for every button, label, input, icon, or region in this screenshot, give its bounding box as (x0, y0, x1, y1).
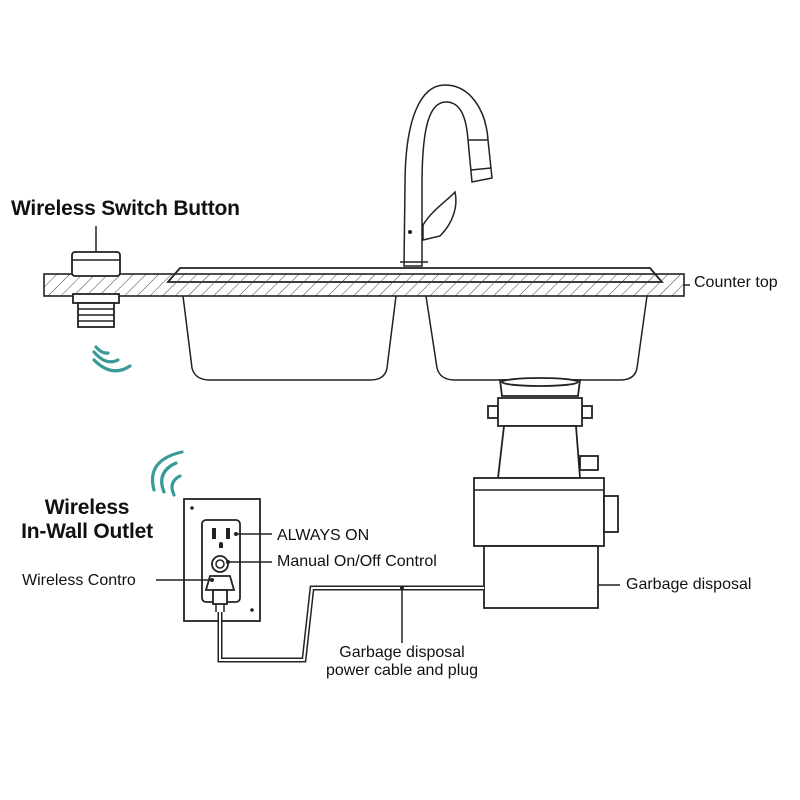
label-manual-control: Manual On/Off Control (277, 553, 437, 570)
wireless-in-wall-outlet (183, 498, 261, 622)
switch-wireless-signal-icon (92, 345, 132, 373)
label-always-on: ALWAYS ON (277, 527, 370, 544)
label-wireless-outlet-line2: In-Wall Outlet (21, 520, 153, 543)
label-wireless-control: Wireless Contro (22, 572, 136, 589)
power-cable (217, 585, 484, 663)
label-power-cable: Garbage disposal power cable and plug (302, 644, 502, 680)
counter-top (43, 273, 685, 297)
faucet (400, 84, 493, 267)
label-power-cable-line2: power cable and plug (325, 662, 479, 679)
label-wireless-outlet: Wireless In-Wall Outlet (12, 496, 162, 544)
outlet-wireless-signal-icon (151, 450, 184, 497)
garbage-disposal (473, 377, 620, 609)
label-power-cable-line1: Garbage disposal (339, 644, 465, 661)
callout-lines (156, 532, 272, 582)
label-wireless-switch-button: Wireless Switch Button (11, 197, 240, 220)
label-garbage-disposal: Garbage disposal (626, 576, 752, 593)
label-wireless-outlet-line1: Wireless (44, 496, 130, 519)
label-counter-top: Counter top (694, 274, 778, 291)
wireless-switch-button (71, 226, 121, 328)
